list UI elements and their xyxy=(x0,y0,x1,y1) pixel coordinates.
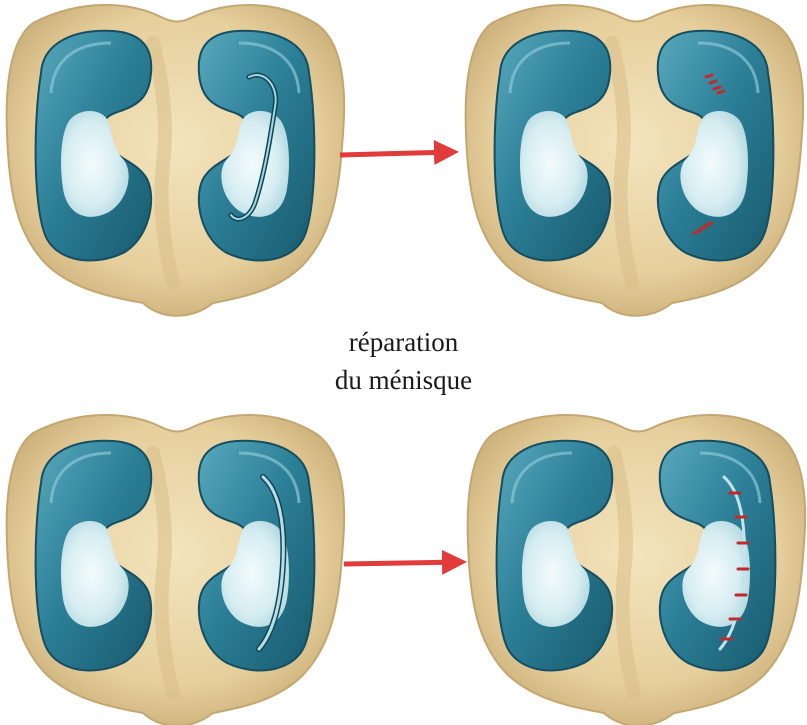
arrow-top xyxy=(340,152,454,155)
arrow-bottom xyxy=(344,562,462,564)
bottom-right-knee xyxy=(468,415,805,725)
top-left-knee xyxy=(7,5,344,316)
caption-line2: du ménisque xyxy=(0,364,807,396)
bottom-left-knee xyxy=(7,415,344,725)
top-right-knee xyxy=(466,5,803,316)
caption-line1: réparation xyxy=(0,326,807,358)
